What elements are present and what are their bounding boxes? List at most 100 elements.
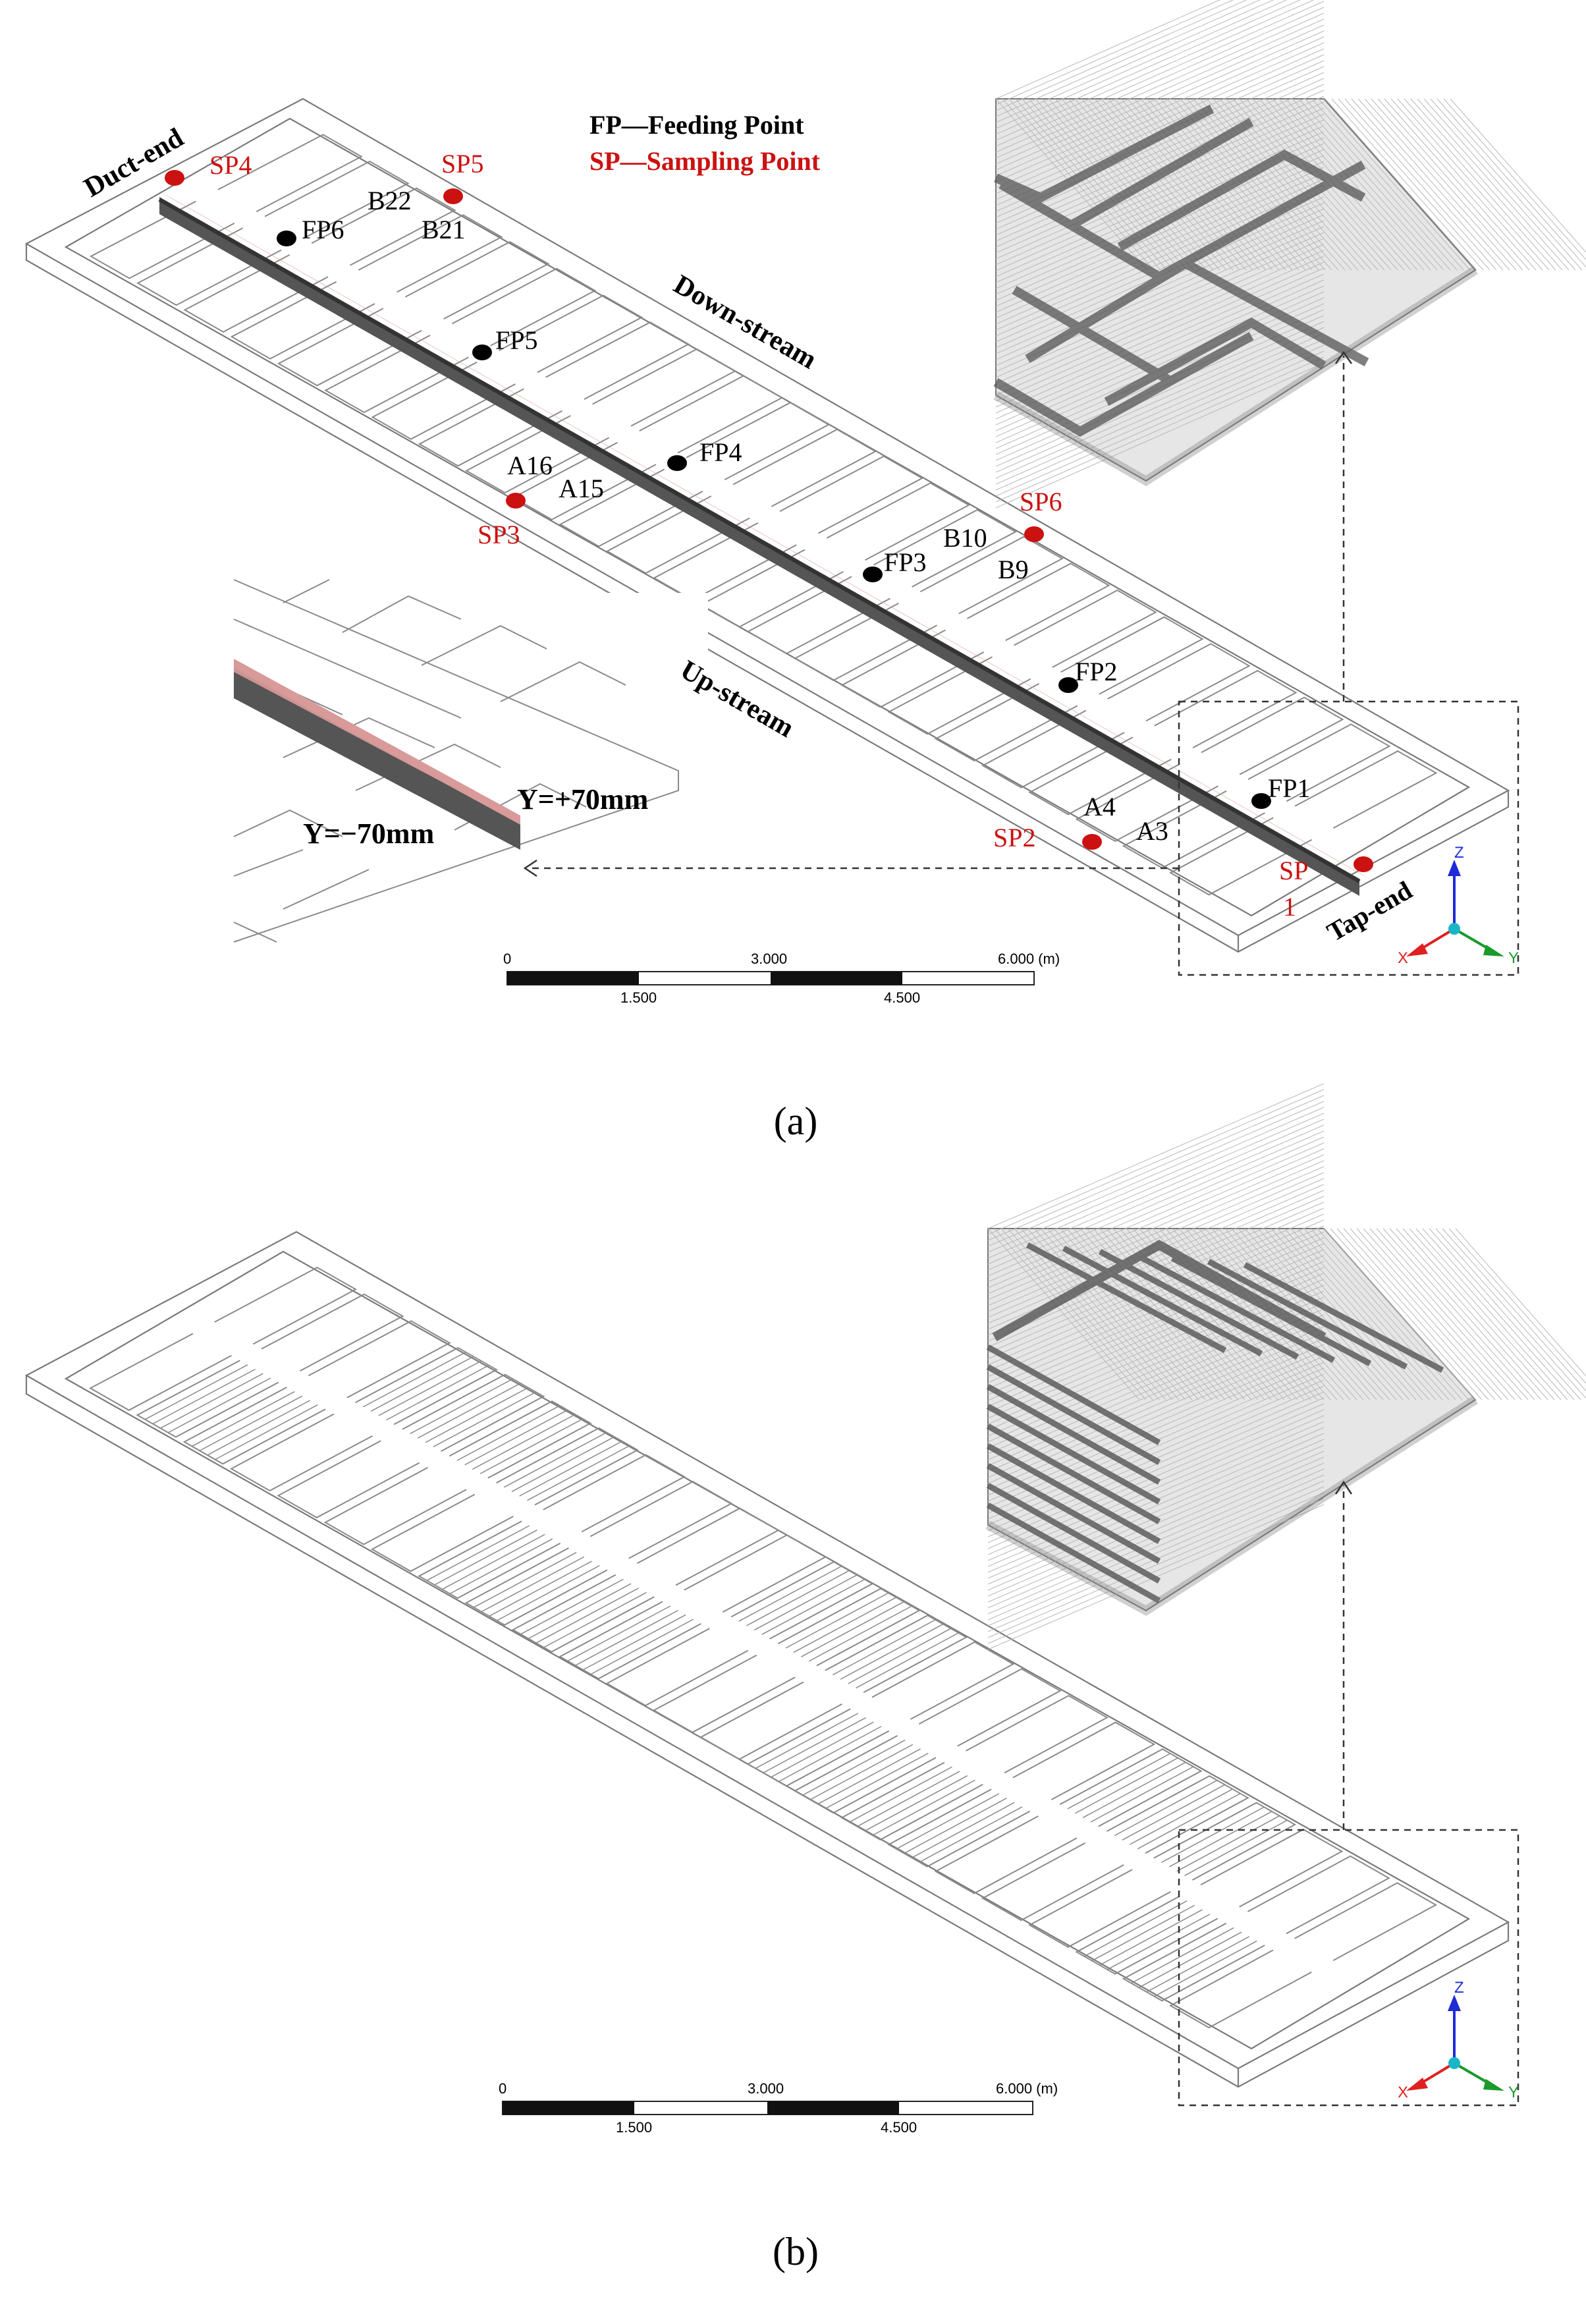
mesh-line-b — [987, 1344, 1325, 1490]
sp-marker-6 — [1024, 526, 1044, 542]
anode-block — [277, 1440, 420, 1518]
mesh-line-b — [987, 1166, 1325, 1312]
mesh-line — [1278, 98, 1431, 271]
mesh-line — [995, 18, 1325, 165]
anode-block — [214, 1266, 358, 1345]
inset-label-plus: Y=+70mm — [517, 783, 648, 816]
mesh-line — [1450, 98, 1586, 253]
axis-triad-b: Z X Y — [1398, 1979, 1519, 2101]
mesh-line — [1384, 98, 1537, 271]
zoom-indicators — [527, 356, 1519, 976]
anode-block — [1247, 723, 1391, 802]
anode-block — [746, 576, 890, 655]
anode-block — [589, 1480, 733, 1559]
arrow-heads — [523, 350, 1353, 877]
anode-rows-b — [89, 1266, 1438, 2029]
mesh-line — [1292, 98, 1444, 271]
anode-block — [182, 1387, 326, 1465]
anode-block — [136, 1360, 279, 1438]
mesh-line-b — [1350, 1228, 1502, 1400]
anode-slot — [528, 1583, 632, 1640]
mesh-slot-b — [986, 1443, 1161, 1544]
mesh-line — [995, 256, 1325, 402]
anode-slot — [473, 1552, 577, 1608]
mesh-line-b — [987, 1231, 1325, 1377]
anode-block — [652, 1654, 796, 1733]
mesh-line — [1166, 98, 1319, 271]
anode-slot — [1075, 1757, 1178, 1814]
anode-block — [543, 1454, 686, 1533]
mesh-line-b — [987, 1202, 1325, 1348]
mesh-line-b — [1290, 1228, 1443, 1400]
mesh-line-b — [1402, 1228, 1555, 1400]
anode-slot — [433, 1391, 536, 1448]
anode-slot — [370, 1356, 474, 1412]
mesh-line — [995, 356, 1325, 503]
anode-block — [840, 629, 985, 708]
anode-block — [1012, 1721, 1156, 1800]
fp-marker-3 — [863, 567, 883, 582]
anode-slot — [785, 1592, 889, 1649]
label-a3: A3 — [1136, 816, 1168, 846]
label-sp3: SP3 — [478, 520, 520, 549]
anode-block — [230, 1413, 373, 1492]
anode-slot — [503, 1431, 607, 1488]
mesh-line-b — [1132, 1228, 1285, 1400]
mesh-line-b — [987, 1379, 1325, 1526]
anode-block — [1169, 817, 1313, 896]
anode-block — [746, 1708, 890, 1787]
mesh-line — [995, 0, 1274, 123]
label-b21: B21 — [422, 215, 466, 244]
anode-slot — [848, 1628, 951, 1684]
mesh-line-b — [987, 1403, 1325, 1549]
mesh-line — [995, 0, 1247, 111]
mesh-line-b — [1310, 1228, 1463, 1400]
anode-slot — [363, 1351, 466, 1408]
mesh-line-b — [987, 1213, 1325, 1360]
channel-shadow — [158, 198, 1361, 883]
anode-block — [217, 134, 363, 213]
anode-block — [465, 415, 610, 494]
axis-a-y: Y — [1508, 949, 1519, 967]
mesh-line — [995, 13, 1325, 159]
anode-block — [1075, 1896, 1218, 1975]
anode-slot — [912, 1802, 1015, 1858]
mesh-line — [995, 1, 1325, 147]
mesh-rim-b — [992, 1239, 1326, 1342]
scale-b-tick-4_5: 4.500 — [881, 2119, 917, 2136]
mesh-line-b — [1389, 1228, 1542, 1400]
mesh-slot-b — [986, 1463, 1161, 1564]
anode-slot — [857, 1771, 960, 1827]
mesh-line-b — [1442, 1228, 1586, 1392]
anode-block — [732, 428, 877, 507]
anode-block — [545, 321, 690, 400]
anode-block — [371, 361, 516, 440]
anode-slot — [817, 1748, 921, 1805]
mesh-grid — [995, 0, 1586, 509]
mesh-line-b — [1343, 1228, 1496, 1400]
mesh-line — [995, 161, 1325, 307]
mesh-line — [1351, 98, 1504, 271]
anode-block — [418, 388, 563, 467]
mesh-slot-b — [986, 1503, 1161, 1603]
fp-marker-2 — [1058, 677, 1078, 693]
mesh-line — [995, 173, 1325, 319]
anode-block — [496, 1427, 639, 1506]
anode-slot — [207, 1400, 311, 1456]
mesh-line-b — [987, 1273, 1325, 1419]
scale-a-tick-4_5: 4.500 — [884, 989, 920, 1006]
mesh-line-b — [987, 1439, 1325, 1585]
mesh-line-b — [987, 1332, 1325, 1478]
mesh-line — [995, 0, 1234, 105]
scale-a-tick-0: 0 — [503, 951, 511, 967]
label-fp2: FP2 — [1075, 657, 1118, 686]
mesh-line — [995, 30, 1325, 177]
mesh-line — [1430, 98, 1583, 271]
mesh-line — [1410, 98, 1563, 271]
anode-block — [230, 281, 375, 360]
anode-block — [404, 240, 550, 319]
anode-block — [825, 1615, 968, 1694]
anode-block — [1201, 696, 1344, 775]
anode-block — [183, 254, 329, 333]
mesh-line-b — [1435, 1228, 1586, 1399]
